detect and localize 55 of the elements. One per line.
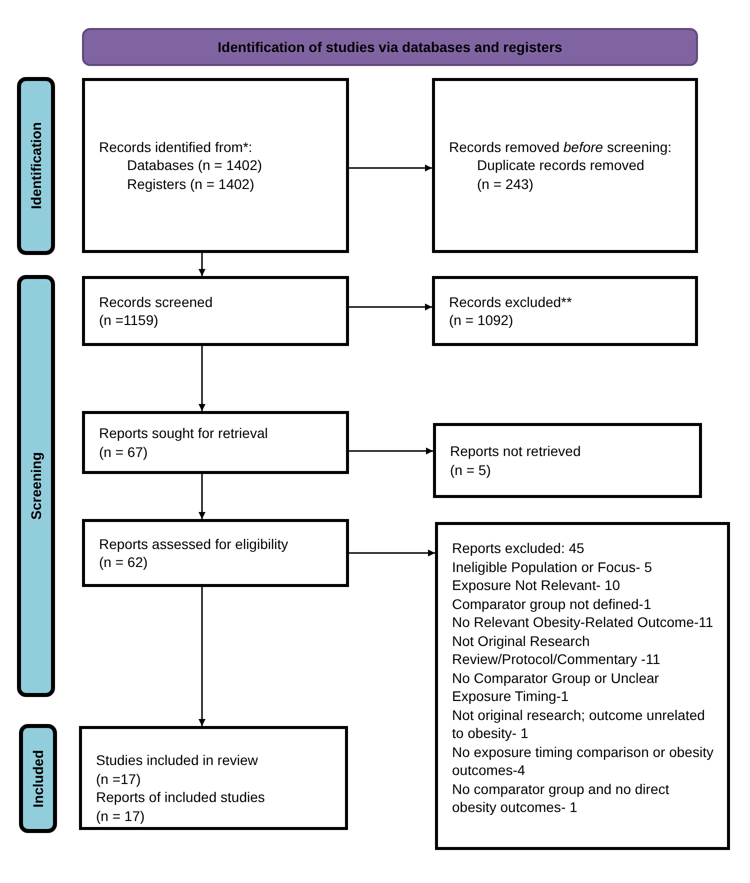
- box-text: Reports of included studies: [96, 788, 266, 806]
- box-text: Databases (n = 1402): [126, 156, 264, 175]
- phase-text: Screening: [28, 452, 44, 520]
- arrow: [198, 474, 206, 519]
- box-text: Records excluded**: [449, 292, 573, 311]
- box-text: Comparator group not defined-1: [452, 594, 652, 613]
- box-text: Studies included in review: [96, 751, 259, 770]
- box-text: (n = 67): [99, 442, 149, 461]
- box-text: No Comparator Group or Unclear Exposure Timing-1: [452, 668, 660, 706]
- box-text: (n = 1092): [449, 311, 514, 330]
- phase-label: [17, 77, 55, 255]
- box-text: Not original research; outcome unrelated to obesity- 1: [452, 706, 706, 742]
- box-text: Registers (n = 1402): [126, 174, 256, 194]
- process-box: [432, 78, 698, 253]
- process-box: [432, 276, 698, 346]
- box-text: Reports excluded: 45: [452, 539, 586, 558]
- arrow: [198, 587, 206, 726]
- box-text: No exposure timing comparison or obesity outcomes-4: [452, 742, 714, 780]
- process-box: [82, 519, 349, 587]
- box-text: (n = 5): [450, 460, 492, 479]
- box-text: (n = 243): [476, 174, 534, 194]
- section-header: [82, 28, 698, 66]
- arrow: [349, 550, 435, 556]
- process-box: [435, 522, 730, 850]
- box-text: Exposure Not Relevant- 10: [452, 576, 622, 594]
- box-text: Reports sought for retrieval: [99, 424, 269, 442]
- arrow: [349, 304, 432, 310]
- phase-text: Included: [30, 750, 46, 808]
- process-box: [82, 78, 349, 253]
- box-text: Duplicate records removed: [476, 156, 646, 175]
- box-text: (n =1159): [99, 311, 160, 330]
- box-text: (n =17): [96, 770, 142, 788]
- box-text: No comparator group and no direct obesity outcomes- 1: [452, 780, 670, 816]
- arrow: [349, 448, 433, 454]
- arrow: [198, 253, 206, 276]
- process-box: [82, 276, 349, 346]
- box-text: Records identified from*:: [99, 138, 254, 156]
- box-text: No Relevant Obesity-Related Outcome-11: [452, 613, 714, 632]
- box-text: Not Original Research Review/Protocol/Commentary -11: [452, 632, 662, 668]
- header-text: Identification of studies via databases and registers: [218, 39, 562, 55]
- phase-label: [19, 724, 57, 833]
- arrow: [198, 346, 206, 411]
- phase-text: Identification: [28, 122, 44, 210]
- box-text: Reports not retrieved: [450, 442, 582, 460]
- box-text: Records screened: [99, 292, 214, 311]
- process-box: [82, 411, 349, 474]
- box-text: (n = 62): [99, 553, 149, 572]
- box-text: (n = 17): [96, 806, 146, 825]
- arrow: [349, 164, 432, 172]
- phase-label: [17, 275, 55, 697]
- box-text: Ineligible Population or Focus- 5: [452, 558, 654, 576]
- box-text: Records removed before screening:: [449, 138, 673, 156]
- box-text: Reports assessed for eligibility: [99, 534, 290, 553]
- process-box: [433, 423, 702, 498]
- process-box: [79, 726, 348, 830]
